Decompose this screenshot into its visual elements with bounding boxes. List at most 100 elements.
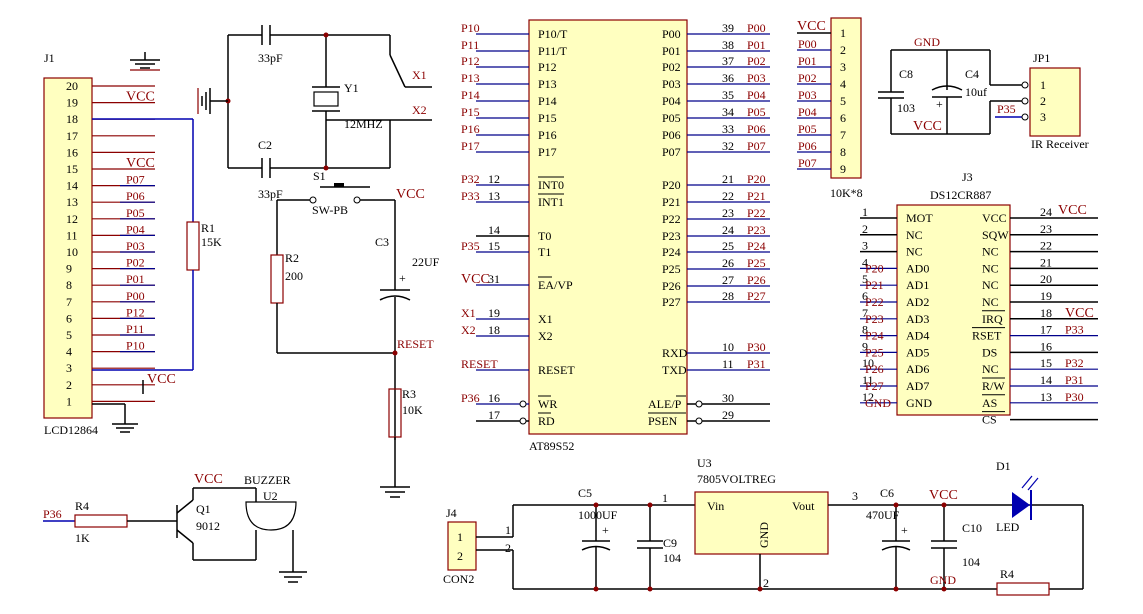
ground-symbol <box>130 52 160 71</box>
rtc-body <box>896 204 1011 416</box>
jp1-ref: JP1 <box>1033 51 1050 65</box>
mcu-left-label: INT0 <box>538 178 564 192</box>
mcu-right-net: P00 <box>747 21 766 35</box>
mcu-right-net: P06 <box>747 122 766 136</box>
rtc-left-net: GND <box>865 396 891 410</box>
lcd-pin-number: 9 <box>66 262 72 276</box>
rtc-left-label: GND <box>906 396 932 410</box>
mcu-right-net: P02 <box>747 54 766 68</box>
y1-ref: Y1 <box>344 81 359 95</box>
rtc-right-label: VCC <box>982 211 1007 225</box>
rtc-right-label: NC <box>982 362 999 376</box>
rpack-pin-number: 7 <box>840 128 846 142</box>
mcu-right-pin-number: 22 <box>722 189 734 203</box>
rtc-right-pin-number: 23 <box>1040 222 1052 236</box>
mcu-right-pin-number: 28 <box>722 289 734 303</box>
rtc-right-pin-number: 21 <box>1040 255 1052 269</box>
mcu-name: AT89S52 <box>529 439 574 453</box>
lcd-pin-number: 1 <box>66 394 72 408</box>
mcu-right-label: P23 <box>662 229 681 243</box>
lcd-pin-number: 6 <box>66 311 72 325</box>
mcu-left-label: RESET <box>538 363 575 377</box>
rtc-right-label: RSET <box>972 329 1002 343</box>
mcu-left-label: RD <box>538 414 555 428</box>
c3-value: 22UF <box>412 255 440 269</box>
rtc-right-pin-number: 20 <box>1040 272 1052 286</box>
mcu-right-label: P21 <box>662 195 681 209</box>
lcd-pin-net: P10 <box>126 339 145 353</box>
jp1-pin2: 2 <box>1040 94 1046 108</box>
c6-ref: C6 <box>880 486 894 500</box>
rtc-left-pin-number: 10 <box>862 356 874 370</box>
c3-ref: C3 <box>375 235 389 249</box>
ir-gnd: GND <box>914 35 940 49</box>
rtc-left-label: NC <box>906 228 923 242</box>
resistor-r1: R1 15K <box>92 118 222 371</box>
crystal-circuit: 33pF Y1 12MHZ X1 X2 C2 33pF <box>197 25 432 201</box>
lcd-pin-number: 13 <box>66 195 78 209</box>
rtc-right-label: AS <box>982 396 997 410</box>
c4-value: 10uf <box>965 85 987 99</box>
rtc-left-label: AD7 <box>906 379 929 393</box>
mcu-left-net: P13 <box>461 71 480 85</box>
lcd-pin-number: 16 <box>66 145 78 159</box>
mcu-left-label: P15 <box>538 111 557 125</box>
power-gnd: GND <box>930 573 956 587</box>
lcd-pin-number: 15 <box>66 162 78 176</box>
u3-ref: U3 <box>697 456 712 470</box>
power-vcc: VCC <box>929 488 958 503</box>
lcd-pin-net: P02 <box>126 256 145 270</box>
ir-p35: P35 <box>997 102 1016 116</box>
rtc-left-label: AD6 <box>906 362 929 376</box>
mcu-right-label: P07 <box>662 145 681 159</box>
mcu-left-label: T0 <box>538 229 551 243</box>
rtc-left-net: P24 <box>865 329 884 343</box>
mcu-right-label: P27 <box>662 295 681 309</box>
rpack-pin-net: P05 <box>798 122 817 136</box>
rtc-right-label: CS <box>982 413 997 427</box>
mcu-left-pin-number: 16 <box>488 391 500 405</box>
x1-net: X1 <box>412 68 427 82</box>
rtc-left-label: AD0 <box>906 261 929 275</box>
rtc-right-pin-number: 15 <box>1040 356 1052 370</box>
rtc-right-pin-number: 18 <box>1040 306 1052 320</box>
mcu-right-pin-number: 27 <box>722 273 734 287</box>
y1-value: 12MHZ <box>344 117 383 131</box>
rtc-left-label: AD1 <box>906 278 929 292</box>
c2-ref: C2 <box>258 138 272 152</box>
jp1-pin1: 1 <box>1040 78 1046 92</box>
mcu-left-pin-number: 13 <box>488 189 500 203</box>
mcu-left-net: RESET <box>461 357 498 371</box>
rtc-left-label: NC <box>906 245 923 259</box>
rtc-vcc: VCC <box>1058 203 1087 218</box>
u3-name: 7805VOLTREG <box>697 472 776 486</box>
mcu-left-label: T1 <box>538 245 551 259</box>
rpack-pin-number: 6 <box>840 111 846 125</box>
lcd-pin-number: 2 <box>66 378 72 392</box>
rpack-pin-net: P01 <box>798 54 817 68</box>
buzzer-r4-ref: R4 <box>75 499 89 513</box>
s1-ref: S1 <box>313 169 326 183</box>
j4-pin2: 2 <box>457 549 463 563</box>
mcu-right-label: RXD <box>662 346 688 360</box>
mcu-right-pin-number: 26 <box>722 256 734 270</box>
rtc-right-net: P31 <box>1065 373 1084 387</box>
lcd-pin-net: VCC <box>126 156 155 171</box>
reset-vcc: VCC <box>396 187 425 202</box>
d1-ref: D1 <box>996 459 1011 473</box>
rtc-left-label: AD5 <box>906 345 929 359</box>
mcu-left-net: P10 <box>461 21 480 35</box>
s1-name: SW-PB <box>312 203 348 217</box>
mcu-left-pin-number: 18 <box>488 323 500 337</box>
mcu-left-pin-number: 31 <box>488 272 500 286</box>
rtc-left-pin-number: 1 <box>862 205 868 219</box>
rtc-left-net: P27 <box>865 379 884 393</box>
u2-ref: U2 <box>263 489 278 503</box>
rtc-left-net: P21 <box>865 278 884 292</box>
rtc-left-pin-number: 7 <box>862 306 868 320</box>
lcd-ref: J1 <box>44 51 55 65</box>
rtc-left-label: AD3 <box>906 312 929 326</box>
mcu-right-label: P02 <box>662 60 681 74</box>
c5-plus: + <box>602 523 609 537</box>
